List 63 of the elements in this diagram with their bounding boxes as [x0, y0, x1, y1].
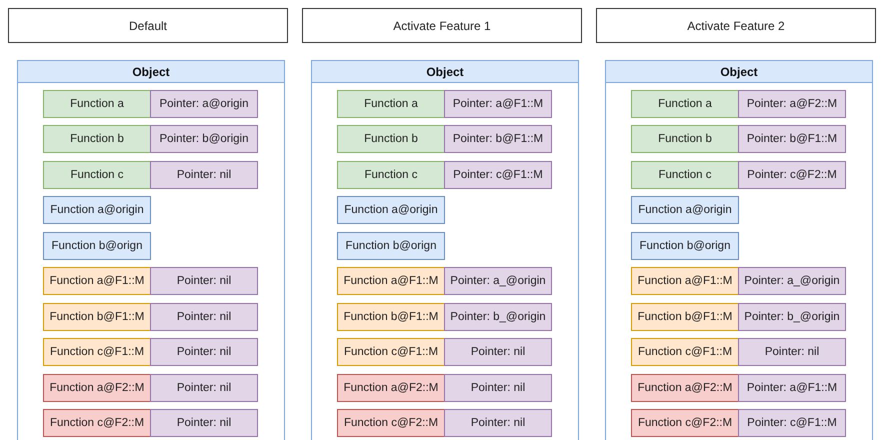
object-title: Object — [18, 61, 284, 83]
pointer-box: Pointer: b@F1::M — [444, 125, 552, 153]
pointer-box: Pointer: b_@origin — [738, 303, 846, 331]
pointer-box: Pointer: nil — [150, 409, 258, 437]
function-box: Function b@F1::M — [631, 303, 739, 331]
function-box: Function c — [43, 161, 151, 189]
function-box: Function b — [337, 125, 445, 153]
function-box: Function c@F2::M — [631, 409, 739, 437]
function-box: Function c — [337, 161, 445, 189]
pointer-box: Pointer: a@origin — [150, 90, 258, 118]
object-title: Object — [312, 61, 578, 83]
column-header-box: Default — [8, 8, 288, 43]
function-box: Function a@F1::M — [631, 267, 739, 295]
pointer-box: Pointer: nil — [150, 303, 258, 331]
pointer-box: Pointer: a@F1::M — [444, 90, 552, 118]
function-box: Function c@F2::M — [43, 409, 151, 437]
function-box: Function b — [43, 125, 151, 153]
function-box: Function b@F1::M — [43, 303, 151, 331]
function-box: Function a@F1::M — [337, 267, 445, 295]
function-box: Function a@origin — [43, 196, 151, 224]
function-box: Function c@F2::M — [337, 409, 445, 437]
pointer-box: Pointer: nil — [444, 338, 552, 366]
function-box: Function b@orign — [337, 232, 445, 260]
column-header-box: Activate Feature 1 — [302, 8, 582, 43]
pointer-box: Pointer: c@F1::M — [444, 161, 552, 189]
function-box: Function c@F1::M — [631, 338, 739, 366]
pointer-box: Pointer: nil — [738, 338, 846, 366]
pointer-box: Pointer: b_@origin — [444, 303, 552, 331]
pointer-box: Pointer: a@F1::M — [738, 374, 846, 402]
pointer-box: Pointer: c@F2::M — [738, 161, 846, 189]
function-box: Function b@orign — [631, 232, 739, 260]
pointer-box: Pointer: a_@origin — [738, 267, 846, 295]
object-container — [311, 60, 579, 440]
function-box: Function a — [631, 90, 739, 118]
function-box: Function c — [631, 161, 739, 189]
function-box: Function a@F2::M — [43, 374, 151, 402]
object-title: Object — [606, 61, 872, 83]
pointer-box: Pointer: b@F1::M — [738, 125, 846, 153]
function-box: Function c@F1::M — [337, 338, 445, 366]
pointer-box: Pointer: nil — [150, 338, 258, 366]
pointer-box: Pointer: nil — [150, 161, 258, 189]
function-box: Function c@F1::M — [43, 338, 151, 366]
pointer-box: Pointer: a_@origin — [444, 267, 552, 295]
object-container — [605, 60, 873, 440]
pointer-box: Pointer: nil — [444, 409, 552, 437]
function-box: Function a@F2::M — [337, 374, 445, 402]
pointer-box: Pointer: c@F1::M — [738, 409, 846, 437]
function-box: Function b@orign — [43, 232, 151, 260]
function-box: Function a@F2::M — [631, 374, 739, 402]
object-container — [17, 60, 285, 440]
pointer-box: Pointer: b@origin — [150, 125, 258, 153]
pointer-box: Pointer: a@F2::M — [738, 90, 846, 118]
column-header-box: Activate Feature 2 — [596, 8, 876, 43]
function-box: Function b@F1::M — [337, 303, 445, 331]
pointer-box: Pointer: nil — [150, 374, 258, 402]
pointer-box: Pointer: nil — [150, 267, 258, 295]
function-box: Function a@origin — [337, 196, 445, 224]
function-box: Function a — [337, 90, 445, 118]
function-box: Function a@F1::M — [43, 267, 151, 295]
function-box: Function a — [43, 90, 151, 118]
function-box: Function a@origin — [631, 196, 739, 224]
function-box: Function b — [631, 125, 739, 153]
pointer-box: Pointer: nil — [444, 374, 552, 402]
